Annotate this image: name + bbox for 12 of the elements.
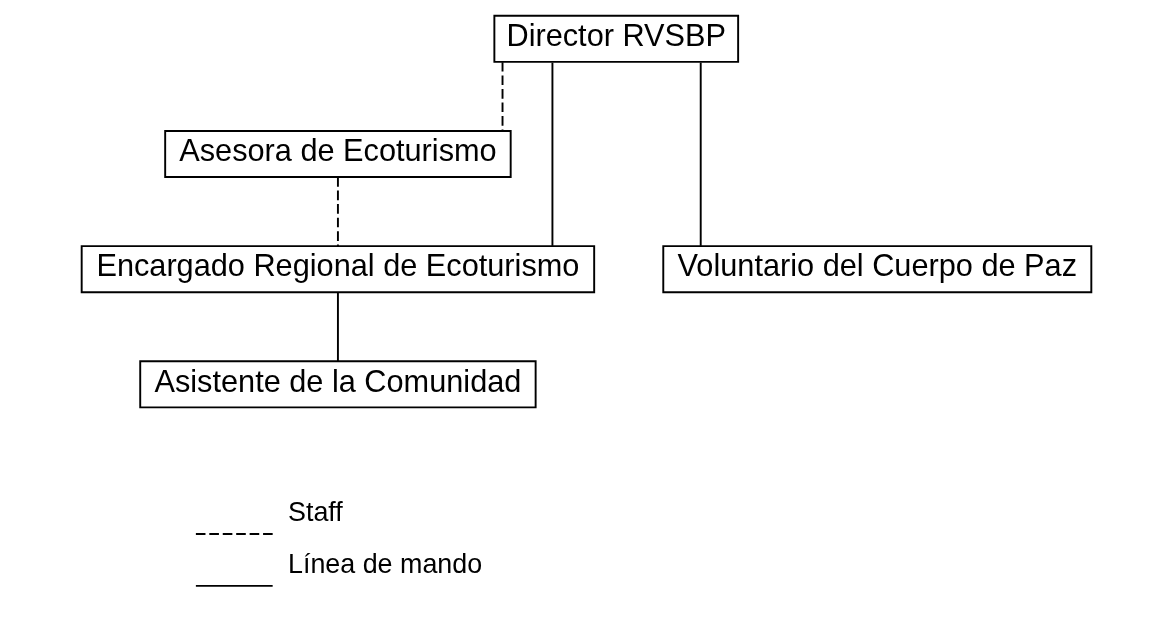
connector xyxy=(551,61,554,247)
legend-label: Staff xyxy=(288,497,343,528)
connector xyxy=(336,291,339,363)
node-box: Voluntario del Cuerpo de Paz xyxy=(662,245,1093,294)
connector xyxy=(699,61,702,247)
node-box: Asistente de la Comunidad xyxy=(139,360,537,409)
node-box: Encargado Regional de Ecoturismo xyxy=(80,245,596,294)
connector xyxy=(336,176,339,247)
node-box: Asesora de Ecoturismo xyxy=(164,130,512,178)
legend-label: Línea de mando xyxy=(288,548,483,579)
connector xyxy=(501,61,504,132)
node-box: Director RVSBP xyxy=(493,14,740,63)
